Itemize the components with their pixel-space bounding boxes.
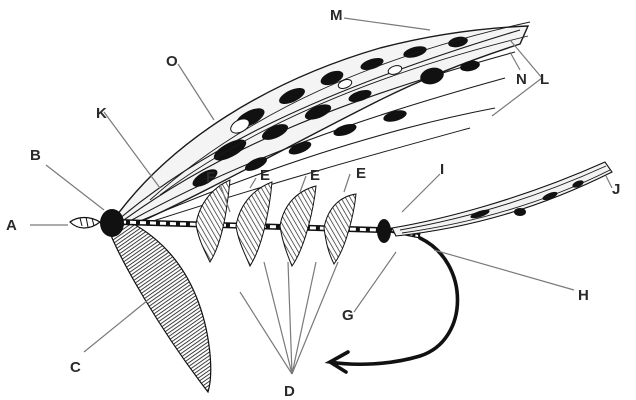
label-a: A xyxy=(6,217,17,234)
label-n: N xyxy=(516,71,527,88)
head xyxy=(70,209,124,237)
label-k: K xyxy=(96,105,107,122)
label-i: I xyxy=(440,161,444,178)
body-hackles xyxy=(196,180,356,266)
label-o: O xyxy=(166,53,178,70)
label-c: C xyxy=(70,359,81,376)
label-g: G xyxy=(342,307,354,324)
label-d: D xyxy=(284,383,295,400)
hook xyxy=(330,238,458,372)
label-l: L xyxy=(540,71,549,88)
tail xyxy=(392,162,612,236)
throat-hackle xyxy=(108,222,211,392)
label-b: B xyxy=(30,147,41,164)
label-h: H xyxy=(578,287,589,304)
label-m: M xyxy=(330,7,343,24)
label-j: J xyxy=(612,181,620,198)
label-e1: E xyxy=(260,167,270,184)
label-e3: E xyxy=(356,165,366,182)
label-f: F xyxy=(206,169,215,186)
label-e2: E xyxy=(310,167,320,184)
wing xyxy=(112,22,530,222)
